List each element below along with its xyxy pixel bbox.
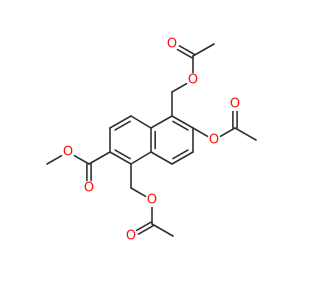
bond-line	[130, 151, 152, 165]
bond-line	[192, 127, 209, 138]
bond-line	[109, 115, 132, 129]
bond-line	[171, 82, 188, 93]
bond-line	[130, 115, 152, 129]
bond-line	[46, 154, 63, 165]
bond-line	[178, 45, 195, 55]
bond-line	[150, 151, 173, 165]
bond-line	[192, 43, 215, 57]
bond-line	[172, 120, 189, 131]
bond-line	[135, 221, 152, 232]
bond-line	[130, 187, 147, 198]
oxygen-atom-label: O	[147, 193, 157, 208]
bond-line	[151, 223, 174, 237]
bond-line	[114, 149, 131, 160]
oxygen-atom-label: O	[167, 37, 177, 52]
bond-line	[171, 115, 194, 129]
bond-line	[150, 115, 173, 129]
bond-line	[114, 120, 131, 131]
bond-line	[137, 225, 154, 235]
oxygen-atom-label: O	[209, 133, 219, 148]
molecule-structure-diagram: O O O O O O O O	[46, 37, 257, 244]
bond-line	[172, 149, 189, 160]
oxygen-atom-label: O	[126, 229, 136, 244]
bond-line	[234, 127, 257, 141]
bond-line	[176, 48, 193, 59]
bond-line	[219, 127, 236, 138]
bond-line	[171, 151, 194, 165]
bond-line	[109, 151, 132, 165]
oxygen-atom-label: O	[63, 145, 73, 160]
oxygen-atom-label: O	[84, 181, 94, 196]
bond-lines	[46, 43, 257, 237]
bond-line	[88, 151, 111, 165]
oxygen-atom-label: O	[188, 73, 198, 88]
atom-labels: O O O O O O O O	[63, 37, 240, 244]
bond-line	[73, 154, 90, 165]
oxygen-atom-label: O	[230, 97, 240, 112]
